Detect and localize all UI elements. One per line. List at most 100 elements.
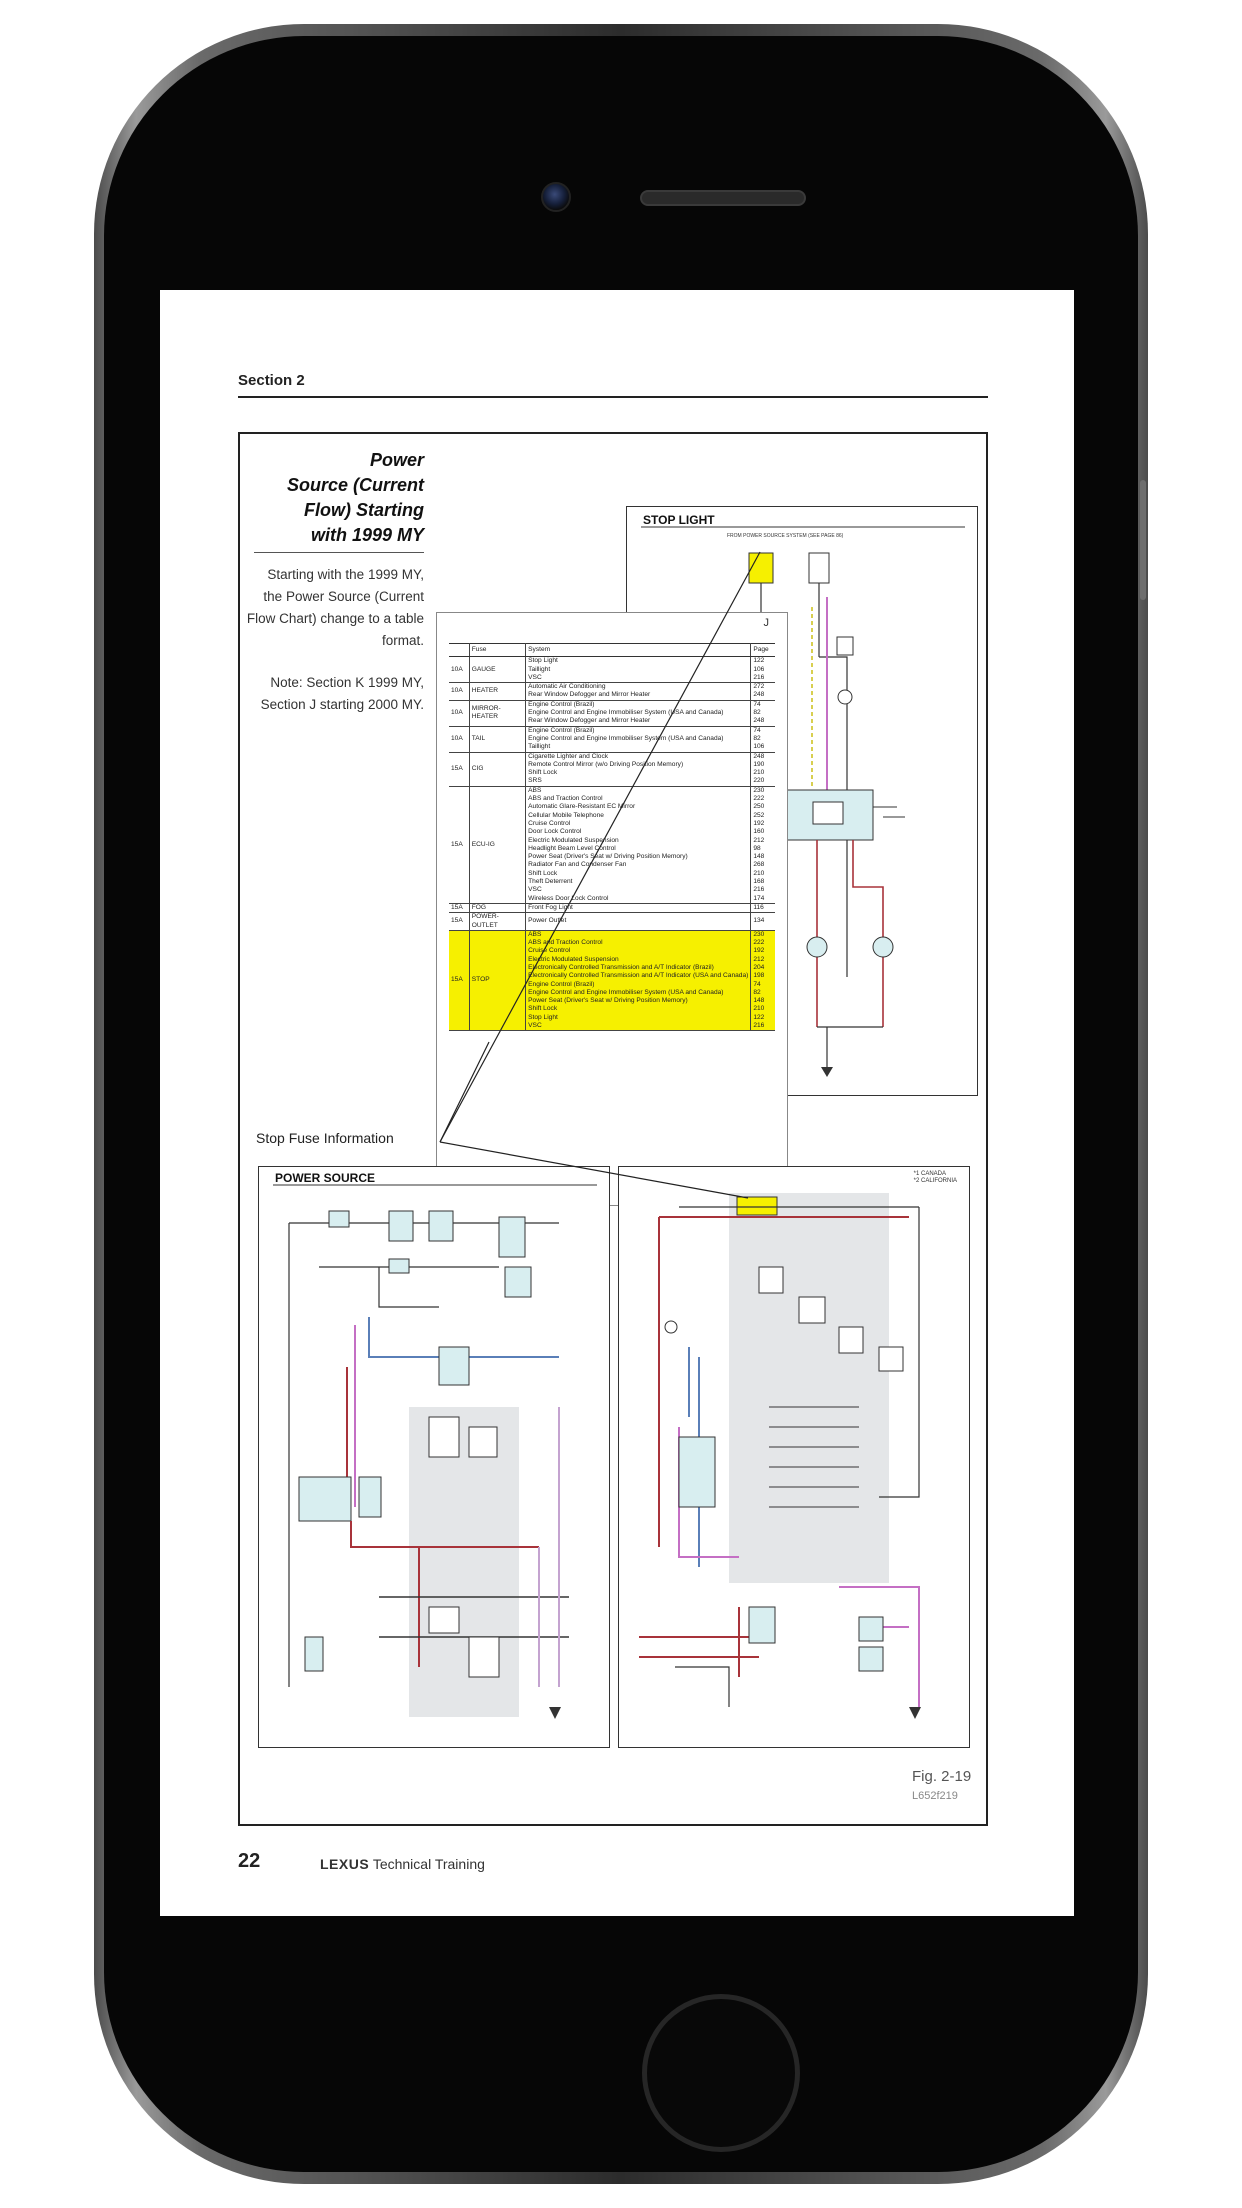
system-entry: Engine Control and Engine Immobiliser Sy… bbox=[528, 988, 724, 996]
page-ref: 198 bbox=[753, 972, 765, 980]
note-california: *2 CALIFORNIA bbox=[913, 1178, 957, 1184]
earpiece-speaker-icon bbox=[640, 190, 806, 206]
system-entry: Electric Modulated Suspension bbox=[528, 836, 619, 844]
page-ref: 248 bbox=[753, 752, 765, 760]
system-entry: Engine Control (Brazil) bbox=[528, 980, 595, 988]
page-ref: 268 bbox=[753, 861, 765, 869]
table-header-system: System bbox=[525, 643, 752, 658]
page-ref: 222 bbox=[753, 795, 765, 803]
page-ref: 210 bbox=[753, 869, 765, 877]
diagram-notes: *1 CANADA *2 CALIFORNIA bbox=[914, 1171, 957, 1185]
note-canada: *1 CANADA bbox=[913, 1171, 946, 1177]
fuse-pages-cell: 134 bbox=[750, 912, 775, 931]
stop-light-schematic bbox=[641, 526, 965, 1077]
system-entry: Theft Deterrent bbox=[528, 878, 573, 886]
system-entry: ABS and Traction Control bbox=[528, 939, 603, 947]
fuse-name-cell: POWER-OUTLET bbox=[469, 912, 527, 931]
fuse-amp-cell: 10A bbox=[449, 726, 470, 753]
page-ref: 230 bbox=[753, 786, 765, 794]
page-ref: 248 bbox=[753, 691, 765, 699]
page-ref: 116 bbox=[753, 903, 764, 911]
system-entry: ABS bbox=[528, 930, 542, 938]
document-page: Section 2 Power Source (Current Flow) St… bbox=[160, 290, 1074, 1916]
system-entry: Engine Control and Engine Immobiliser Sy… bbox=[528, 734, 724, 742]
page-ref: 106 bbox=[753, 743, 765, 751]
system-entry: Radiator Fan and Condenser Fan bbox=[528, 861, 627, 869]
page-ref: 220 bbox=[753, 777, 765, 785]
page-number: 22 bbox=[238, 1850, 261, 1872]
figure-frame bbox=[238, 432, 988, 1826]
power-source-diagram: POWER SOURCE bbox=[258, 1166, 610, 1748]
system-entry: Shift Lock bbox=[528, 1005, 558, 1013]
page-ref: 74 bbox=[753, 980, 761, 988]
side-title-line: with 1999 MY bbox=[310, 525, 424, 545]
system-entry: Shift Lock bbox=[528, 869, 558, 877]
system-entry: Stop Light bbox=[528, 657, 558, 665]
fuse-name-cell: MIRROR-HEATER bbox=[469, 700, 527, 727]
page-ref: 252 bbox=[753, 811, 765, 819]
system-entry: VSC bbox=[528, 886, 542, 894]
header-rule bbox=[238, 396, 988, 398]
system-entry: Engine Control (Brazil) bbox=[528, 700, 595, 708]
home-button[interactable] bbox=[642, 1994, 800, 2152]
page-ref: 82 bbox=[753, 988, 761, 996]
system-entry: VSC bbox=[528, 673, 542, 681]
page-ref: 192 bbox=[753, 947, 765, 955]
stop-light-title: STOP LIGHT bbox=[643, 513, 715, 527]
fuse-box-diagram: *1 CANADA *2 CALIFORNIA bbox=[618, 1166, 970, 1748]
side-title-line: Power bbox=[369, 450, 424, 470]
system-entry: Cruise Control bbox=[528, 819, 571, 827]
fuse-systems-cell: Engine Control (Brazil)Engine Control an… bbox=[525, 700, 752, 727]
fuse-name-cell: ECU-IG bbox=[469, 786, 527, 904]
page-ref: 248 bbox=[753, 717, 765, 725]
system-entry: Electronically Controlled Transmission a… bbox=[528, 963, 714, 971]
power-source-title: POWER SOURCE bbox=[275, 1171, 376, 1185]
note-text: Note: Section K 1999 MY, Section J start… bbox=[260, 675, 424, 712]
footer: LEXUS Technical Training bbox=[320, 1856, 485, 1872]
fuse-amp-cell: 15A bbox=[449, 752, 470, 787]
system-entry: SRS bbox=[528, 777, 542, 785]
system-entry: Cigarette Lighter and Clock bbox=[528, 752, 609, 760]
side-title-line: Flow) Starting bbox=[304, 500, 424, 520]
system-entry: Headlight Beam Level Control bbox=[528, 844, 616, 852]
side-title: Power Source (Current Flow) Starting wit… bbox=[246, 448, 424, 548]
page-ref: 210 bbox=[753, 1005, 765, 1013]
stop-fuse-callout: Stop Fuse Information bbox=[256, 1130, 394, 1146]
fuse-name-cell: STOP bbox=[469, 930, 527, 1032]
fuse-systems-cell: Front Fog Light bbox=[525, 903, 752, 914]
system-entry: Power Seat (Driver's Seat w/ Driving Pos… bbox=[528, 997, 688, 1005]
system-entry: Taillight bbox=[528, 743, 551, 751]
fuse-name-cell: TAIL bbox=[469, 726, 527, 753]
fuse-systems-cell: Power Outlet bbox=[525, 912, 752, 931]
page-ref: 74 bbox=[753, 700, 761, 708]
page-ref: 230 bbox=[753, 930, 765, 938]
table-header-fuse: Fuse bbox=[469, 643, 527, 658]
page-ref: 122 bbox=[753, 657, 765, 665]
system-entry: Shift Lock bbox=[528, 769, 558, 777]
system-entry: Front Fog Light bbox=[528, 903, 573, 911]
page-ref: 174 bbox=[753, 894, 765, 902]
system-entry: Power Seat (Driver's Seat w/ Driving Pos… bbox=[528, 853, 688, 861]
page-ref: 134 bbox=[753, 917, 765, 925]
fuse-name-cell: HEATER bbox=[469, 682, 527, 701]
page-ref: 148 bbox=[753, 997, 765, 1005]
fuse-amp-cell: 10A bbox=[449, 682, 470, 701]
intro-text: Starting with the 1999 MY, the Power Sou… bbox=[246, 567, 424, 648]
page-ref: 82 bbox=[753, 734, 761, 742]
figure-code: L652f219 bbox=[912, 1790, 958, 1802]
